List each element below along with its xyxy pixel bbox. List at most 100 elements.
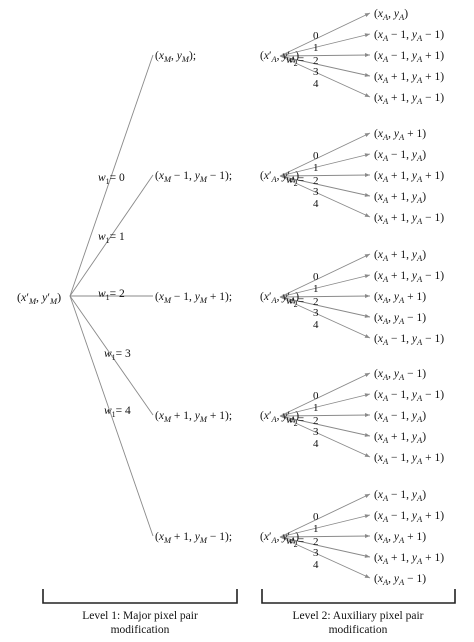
aux-pair-0: (x′A, y′A) [260, 50, 299, 64]
leaf-1-2: (xA + 1, yA + 1) [374, 170, 444, 184]
w2-digit-1-4: 4 [313, 198, 319, 210]
arrowhead-2-4 [364, 334, 370, 338]
w2-label-0: w2= [286, 54, 304, 68]
leaf-2-1: (xA + 1, yA − 1) [374, 270, 444, 284]
level1-node-1: (xM − 1, yM − 1); [155, 170, 232, 184]
arrowhead-2-2 [364, 294, 370, 299]
aux-pair-2: (x′A, y′A) [260, 291, 299, 305]
level2-edge-3-1 [279, 393, 371, 417]
arrowhead-1-4 [364, 213, 370, 217]
w2-digit-0-0: 0 [313, 30, 319, 42]
level1-caption-line1: Level 1: Major pixel pair [82, 610, 198, 622]
w2-digit-4-3: 3 [313, 547, 319, 559]
leaf-2-4: (xA − 1, yA − 1) [374, 333, 444, 347]
arrowhead-3-3 [364, 432, 370, 437]
w2-digit-2-3: 3 [313, 307, 319, 319]
level2-edge-2-3 [279, 296, 371, 318]
level2-edge-3-4 [279, 415, 371, 458]
arrowhead-4-4 [364, 574, 370, 578]
level1-edge-3 [69, 295, 154, 416]
w1-label-0: w1= 0 [98, 172, 125, 186]
level1-caption-line2: modification [111, 624, 170, 636]
level1-edge-4 [69, 295, 154, 537]
leaf-1-1: (xA − 1, yA) [374, 149, 426, 163]
w2-digit-3-0: 0 [313, 390, 319, 402]
w2-digit-2-2: 2 [313, 296, 319, 308]
arrowhead-0-1 [364, 33, 370, 38]
root-node: (x′M, y′M) [17, 290, 61, 306]
w1-label-1: w1= 1 [98, 231, 125, 245]
level1-node-3: (xM + 1, yM + 1); [155, 410, 232, 424]
level2-edge-1-1 [279, 153, 371, 177]
level2-edge-4-0 [279, 493, 371, 538]
w2-digit-1-3: 3 [313, 186, 319, 198]
w2-digit-2-0: 0 [313, 271, 319, 283]
level2-edge-4-4 [279, 536, 371, 579]
arrowhead-3-1 [364, 393, 370, 398]
level2-edge-0-1 [279, 33, 371, 57]
w2-digit-2-4: 4 [313, 319, 319, 331]
w2-label-1: w2= [286, 174, 304, 188]
w1-label-4: w1= 4 [104, 405, 131, 419]
leaf-4-0: (xA − 1, yA) [374, 489, 426, 503]
w2-digit-1-1: 1 [313, 162, 319, 174]
w2-digit-3-3: 3 [313, 426, 319, 438]
level2-edge-1-2 [279, 174, 371, 177]
w2-label-2: w2= [286, 295, 304, 309]
level2-edge-2-0 [279, 253, 371, 298]
arrowhead-0-4 [364, 93, 370, 97]
arrowhead-0-3 [364, 72, 370, 77]
tree-labels: w1= 0(xM, yM);(x′A, y′A)(xA, yA)0(xA − 1… [98, 8, 444, 587]
level2-edge-4-2 [279, 535, 371, 538]
arrowhead-1-1 [364, 153, 370, 158]
arrowhead-3-0 [364, 373, 370, 377]
level2-edge-2-4 [279, 296, 371, 339]
arrowhead-3-4 [364, 453, 370, 457]
leaf-3-1: (xA − 1, yA − 1) [374, 389, 444, 403]
arrowhead-0-0 [364, 13, 370, 17]
leaf-4-3: (xA + 1, yA + 1) [374, 552, 444, 566]
arrowhead-2-0 [364, 254, 370, 258]
arrowhead-4-2 [364, 534, 370, 539]
arrowhead-2-3 [364, 313, 370, 318]
w2-digit-3-4: 4 [313, 438, 319, 450]
level2-edge-2-1 [279, 274, 371, 298]
w2-digit-2-1: 1 [313, 283, 319, 295]
tree-edges [69, 12, 371, 579]
level2-edge-0-3 [279, 55, 371, 77]
w2-digit-1-0: 0 [313, 150, 319, 162]
leaf-3-0: (xA, yA − 1) [374, 368, 426, 382]
w2-digit-0-4: 4 [313, 78, 319, 90]
level1-node-4: (xM + 1, yM − 1); [155, 531, 232, 545]
w2-digit-0-1: 1 [313, 42, 319, 54]
level2-edge-1-4 [279, 175, 371, 218]
level2-edge-1-0 [279, 132, 371, 177]
arrowhead-1-3 [364, 192, 370, 197]
arrowhead-3-2 [364, 413, 370, 418]
level2-edge-0-0 [279, 12, 371, 57]
w2-digit-1-2: 2 [313, 175, 319, 187]
w1-label-3: w1= 3 [104, 348, 131, 362]
level2-edge-3-0 [279, 372, 371, 417]
level2-edge-3-2 [279, 414, 371, 417]
w2-label-4: w2= [286, 535, 304, 549]
level2-edge-1-3 [279, 175, 371, 197]
w2-digit-3-2: 2 [313, 415, 319, 427]
leaf-3-2: (xA − 1, yA) [374, 410, 426, 424]
level1-node-2: (xM − 1, yM + 1); [155, 291, 232, 305]
leaf-0-4: (xA + 1, yA − 1) [374, 92, 444, 106]
w2-digit-3-1: 1 [313, 402, 319, 414]
aux-pair-1: (x′A, y′A) [260, 170, 299, 184]
w2-digit-4-2: 2 [313, 536, 319, 548]
leaf-2-2: (xA, yA + 1) [374, 291, 426, 305]
w2-digit-4-1: 1 [313, 523, 319, 535]
leaf-4-4: (xA, yA − 1) [374, 573, 426, 587]
level2-edge-2-2 [279, 295, 371, 298]
leaf-3-4: (xA − 1, yA + 1) [374, 452, 444, 466]
level2-edge-3-3 [279, 415, 371, 437]
leaf-0-1: (xA − 1, yA − 1) [374, 29, 444, 43]
w1-label-2: w1= 2 [98, 288, 125, 302]
w2-digit-0-3: 3 [313, 66, 319, 78]
